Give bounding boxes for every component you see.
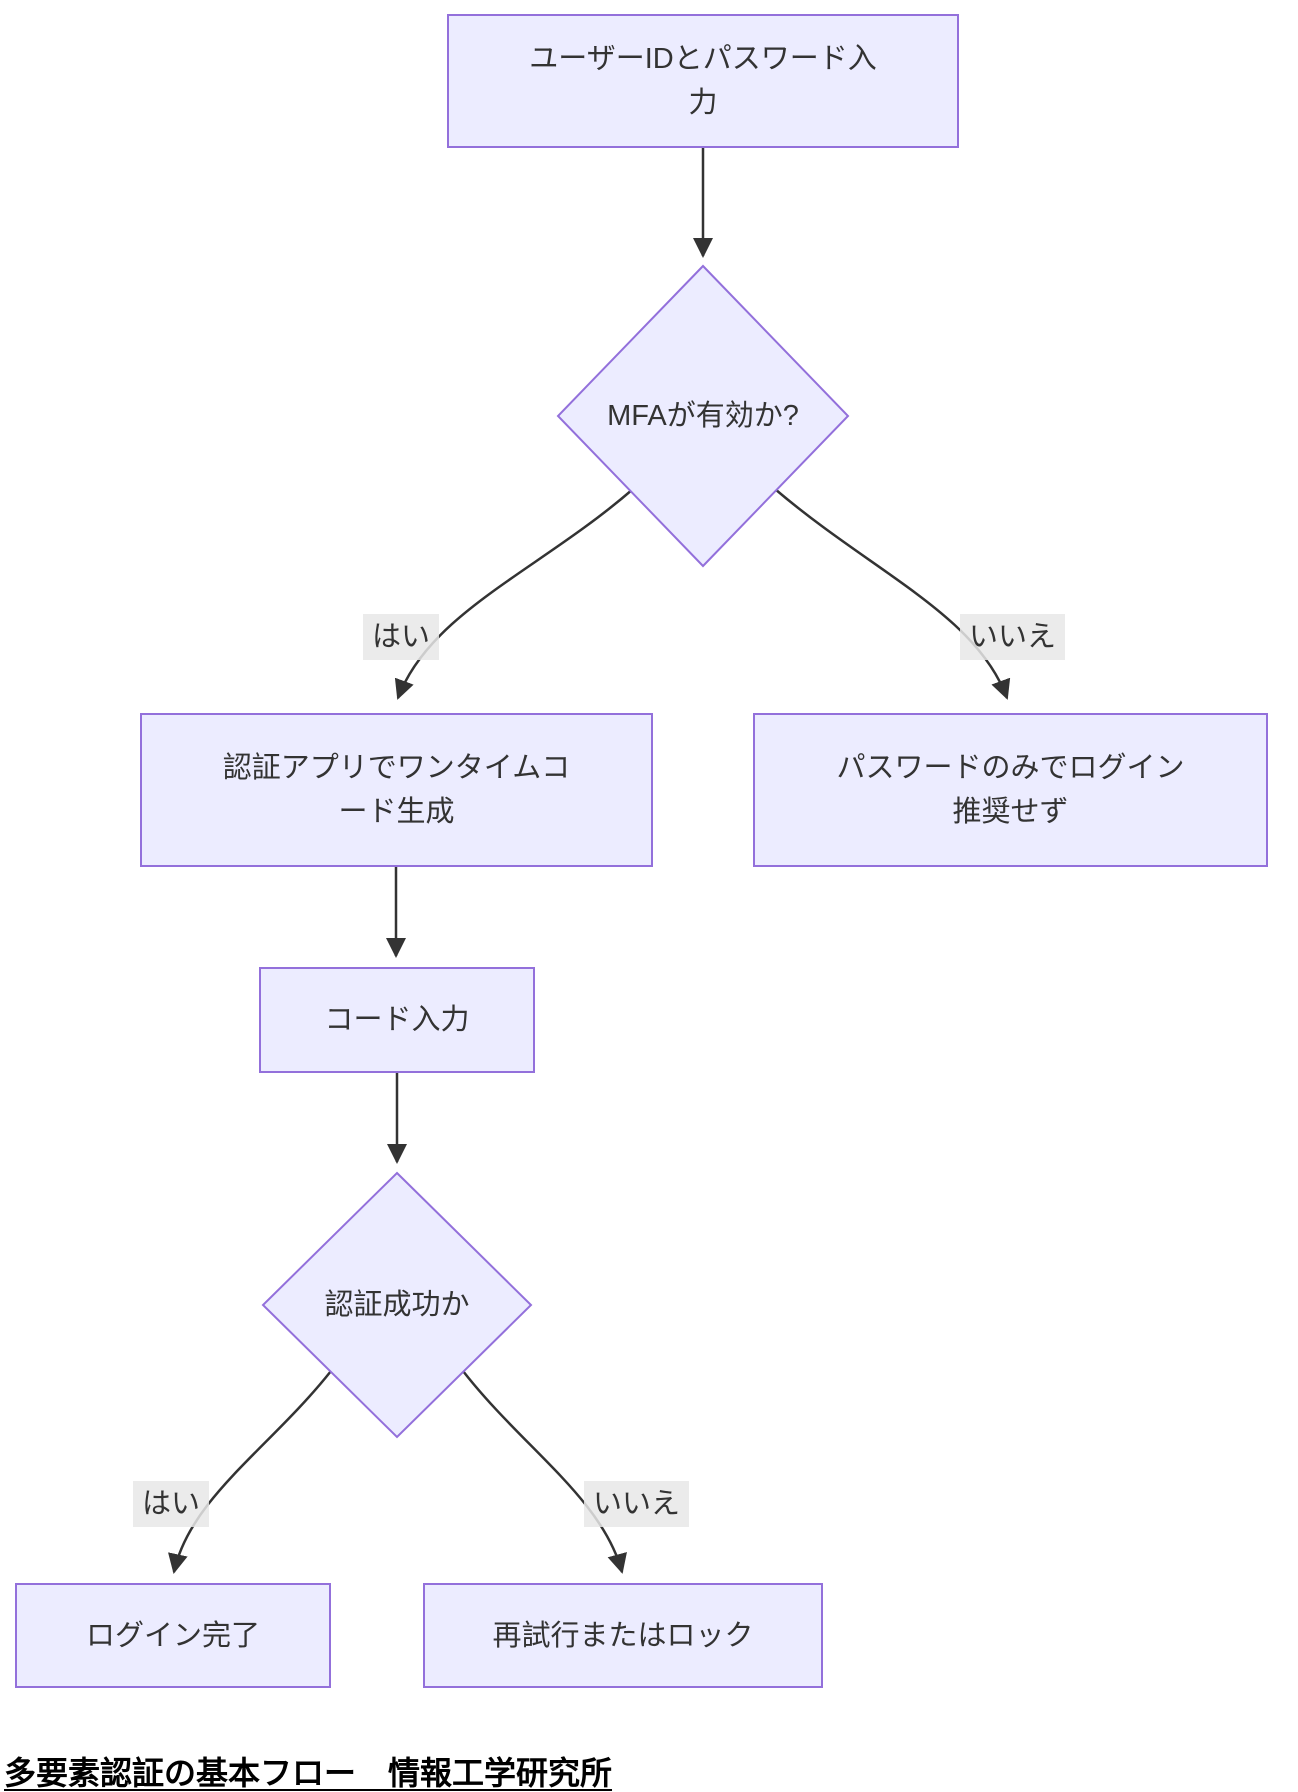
edge-mfa-yes bbox=[394, 488, 634, 700]
edge-auth-no bbox=[462, 1370, 627, 1574]
edge-auth-yes bbox=[168, 1370, 332, 1574]
node-enter-code: コード入力 bbox=[259, 967, 535, 1073]
diagram-caption: 多要素認証の基本フロー 情報工学研究所 bbox=[4, 1755, 613, 1791]
decision-auth-shape bbox=[261, 1171, 533, 1439]
edge-label-auth-yes: はい bbox=[133, 1481, 210, 1527]
node-generate-code: 認証アプリでワンタイムコ ード生成 bbox=[140, 713, 653, 867]
decision-mfa-shape bbox=[556, 264, 850, 568]
node-password-only: パスワードのみでログイン 推奨せず bbox=[753, 713, 1268, 867]
node-retry-or-lock: 再試行またはロック bbox=[423, 1583, 823, 1688]
node-login-complete: ログイン完了 bbox=[15, 1583, 331, 1688]
edge-label-mfa-yes: はい bbox=[363, 614, 440, 660]
edge-label-mfa-no: いいえ bbox=[960, 614, 1066, 660]
node-start: ユーザーIDとパスワード入 力 bbox=[447, 14, 959, 148]
edge-label-auth-no: いいえ bbox=[584, 1481, 690, 1527]
edge-mfa-no bbox=[774, 488, 1011, 700]
